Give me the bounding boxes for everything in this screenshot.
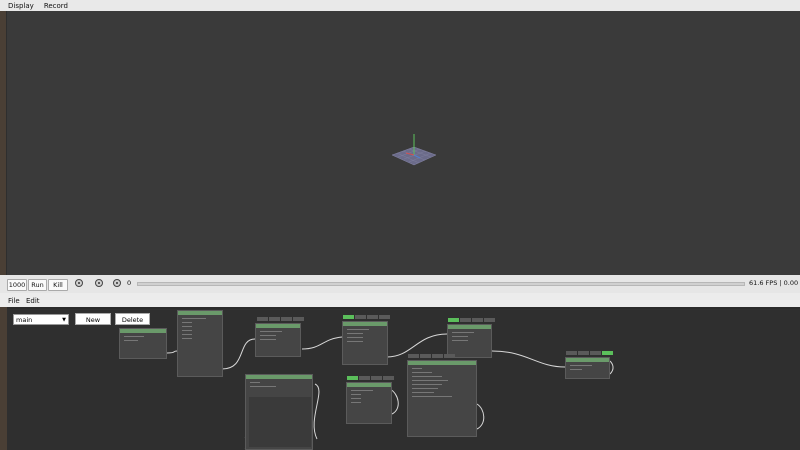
- z-axis: [413, 154, 421, 159]
- fps-readout: 61.6 FPS | 0.00 sec: [749, 279, 800, 287]
- new-graph-button[interactable]: New: [75, 313, 111, 325]
- graph-node[interactable]: [346, 382, 392, 424]
- playback-toolbar: 1000 Run Kill 0 61.6 FPS | 0.00 sec: [0, 275, 800, 293]
- stop-radio-icon[interactable]: [113, 279, 121, 287]
- graph-node[interactable]: [177, 310, 223, 377]
- node-tabs[interactable]: [343, 315, 390, 319]
- graph-node[interactable]: [447, 324, 492, 358]
- run-button[interactable]: Run: [28, 279, 47, 291]
- delete-graph-button[interactable]: Delete: [115, 313, 150, 325]
- graph-node[interactable]: [255, 323, 301, 357]
- kill-button[interactable]: Kill: [48, 279, 68, 291]
- viewport-edge-line: [6, 11, 7, 275]
- node-wires: [166, 333, 614, 450]
- menu-display[interactable]: Display: [8, 1, 34, 10]
- graph-select[interactable]: main ▼: [13, 314, 69, 325]
- menu-file[interactable]: File: [8, 297, 20, 305]
- top-menu-bar: Display Record: [0, 0, 800, 11]
- graph-node[interactable]: [342, 321, 388, 365]
- viewport-left-edge: [0, 11, 6, 275]
- chevron-down-icon: ▼: [62, 317, 66, 323]
- 3d-viewport[interactable]: [0, 11, 800, 275]
- play-radio-icon[interactable]: [75, 279, 83, 287]
- frame-value: 0: [127, 279, 132, 287]
- graph-node[interactable]: [565, 357, 610, 379]
- node-graph-editor[interactable]: main ▼ New Delete: [7, 309, 800, 450]
- x-axis: [405, 152, 415, 156]
- graph-node[interactable]: [245, 374, 313, 450]
- graph-select-value: main: [16, 316, 33, 324]
- pause-radio-icon[interactable]: [95, 279, 103, 287]
- graph-node[interactable]: [119, 328, 167, 359]
- graph-menu-bar: File Edit: [0, 293, 800, 307]
- node-tabs[interactable]: [448, 318, 495, 322]
- node-tabs[interactable]: [257, 317, 304, 321]
- node-tabs[interactable]: [347, 376, 394, 380]
- menu-edit[interactable]: Edit: [26, 297, 40, 305]
- node-tabs[interactable]: [408, 354, 455, 358]
- timeline-slider[interactable]: [137, 282, 745, 286]
- node-tabs[interactable]: [566, 351, 613, 355]
- grid-mesh-preview: [391, 134, 437, 166]
- graph-left-edge: [0, 307, 7, 450]
- frame-count-field[interactable]: 1000: [7, 279, 27, 291]
- menu-record[interactable]: Record: [43, 1, 68, 10]
- graph-node[interactable]: [407, 360, 477, 437]
